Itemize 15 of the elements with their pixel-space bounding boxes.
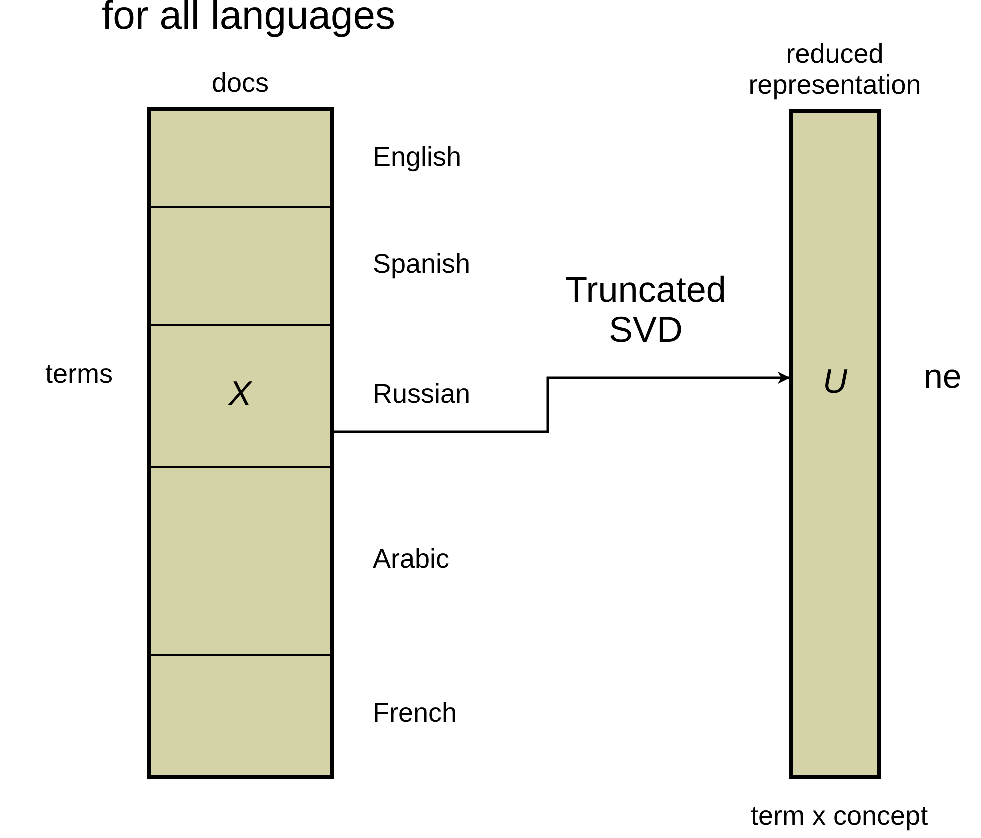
heading: for all languages	[102, 0, 396, 39]
row-label: French	[373, 698, 458, 729]
cut-off-text: ne	[924, 358, 962, 398]
row-label: terms	[46, 359, 113, 390]
row-label: Russian	[373, 379, 471, 410]
row-label: English	[373, 142, 462, 173]
dimension-label: term x concept	[751, 801, 928, 832]
row-label: Spanish	[373, 249, 471, 280]
column-label: docs	[210, 68, 270, 99]
edge-label: Truncated SVD	[564, 270, 728, 350]
column-label: reduced representation	[748, 38, 922, 101]
matrix-symbol: U	[823, 363, 848, 402]
matrix-symbol: X	[229, 375, 252, 414]
arrow	[334, 372, 790, 434]
row-label: Arabic	[373, 544, 450, 576]
